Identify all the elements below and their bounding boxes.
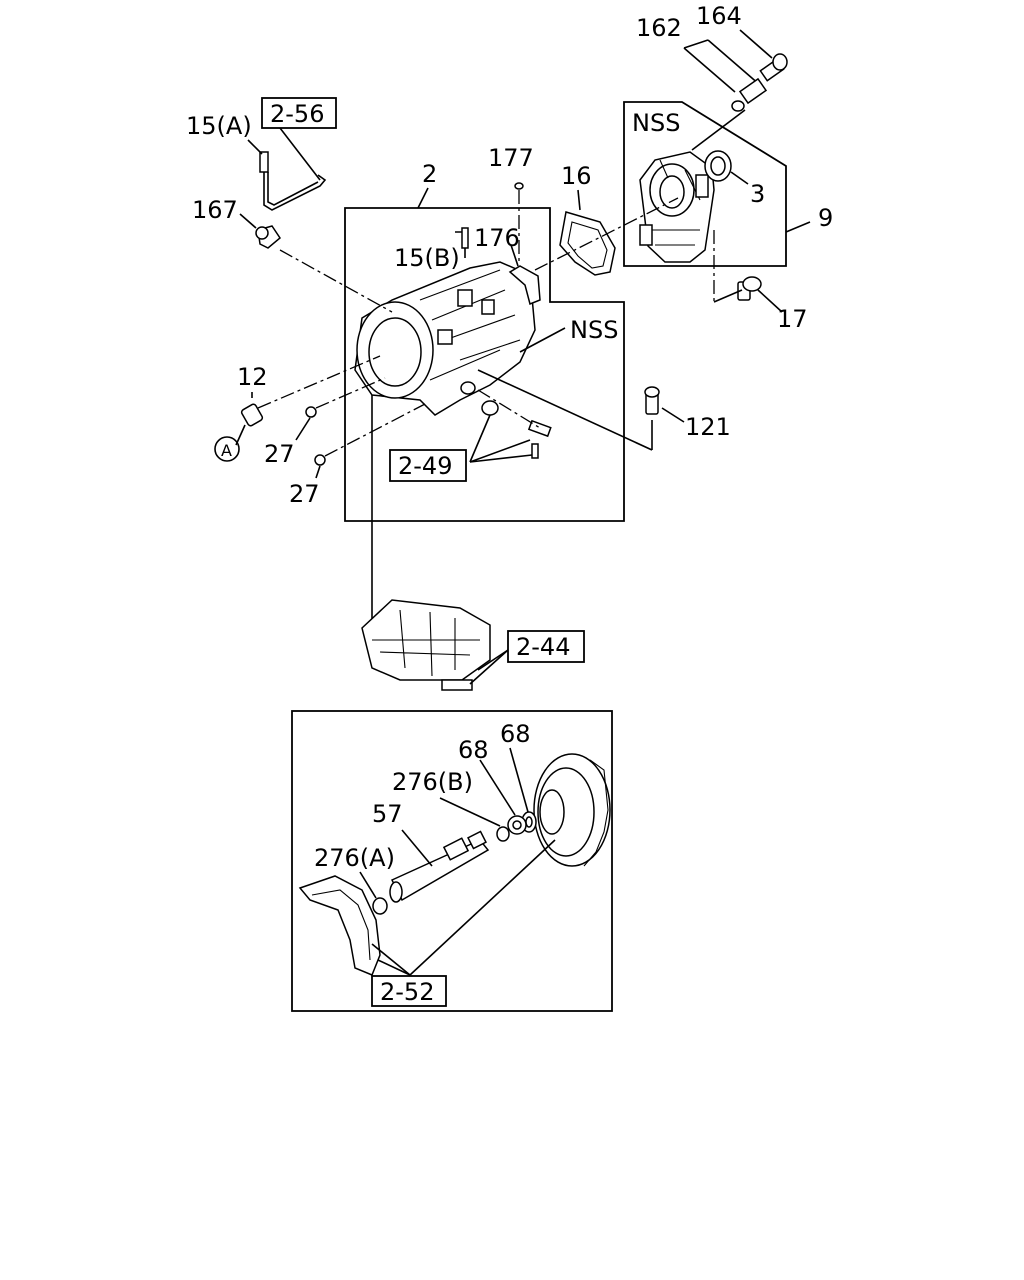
label-a: A — [221, 441, 232, 460]
label-164: 164 — [696, 2, 742, 30]
label-nss-case: NSS — [570, 316, 618, 344]
label-12: 12 — [237, 363, 268, 391]
label-276b: 276(B) — [392, 768, 473, 796]
label-27-lower: 27 — [289, 480, 320, 508]
label-68-right: 68 — [500, 720, 531, 748]
ref-box-2-52 — [371, 975, 447, 1007]
label-9: 9 — [818, 204, 833, 232]
reference-circle-a — [214, 436, 240, 462]
label-16: 16 — [561, 162, 592, 190]
label-276a: 276(A) — [314, 844, 395, 872]
label-176: 176 — [474, 224, 520, 252]
bolt-17 — [713, 230, 783, 313]
ref-box-2-44 — [507, 630, 585, 663]
label-15b: 15(B) — [394, 244, 460, 272]
label-121: 121 — [685, 413, 731, 441]
label-3: 3 — [750, 180, 765, 208]
label-nss-top: NSS — [632, 109, 680, 137]
pipe-15a — [247, 127, 327, 211]
extension-housing-group — [623, 101, 811, 267]
label-15a: 15(A) — [186, 112, 252, 140]
shaft-gear-group — [291, 710, 613, 1012]
ref-2-52[interactable]: 2-52 — [380, 978, 434, 1006]
label-2: 2 — [422, 160, 437, 188]
valve-body — [361, 395, 509, 691]
ref-box-2-49 — [389, 449, 467, 482]
label-162: 162 — [636, 14, 682, 42]
label-68-left: 68 — [458, 736, 489, 764]
label-167: 167 — [192, 196, 238, 224]
label-57: 57 — [372, 800, 403, 828]
gasket-16 — [534, 189, 679, 276]
ref-2-56[interactable]: 2-56 — [270, 100, 324, 128]
label-17: 17 — [777, 305, 808, 333]
transmission-case-group — [235, 182, 685, 522]
speed-sensor-162-164 — [683, 29, 788, 112]
ref-2-49[interactable]: 2-49 — [398, 452, 452, 480]
label-27-upper: 27 — [264, 440, 295, 468]
label-177: 177 — [488, 144, 534, 172]
ref-box-2-56 — [261, 97, 337, 129]
ref-2-44[interactable]: 2-44 — [516, 633, 570, 661]
